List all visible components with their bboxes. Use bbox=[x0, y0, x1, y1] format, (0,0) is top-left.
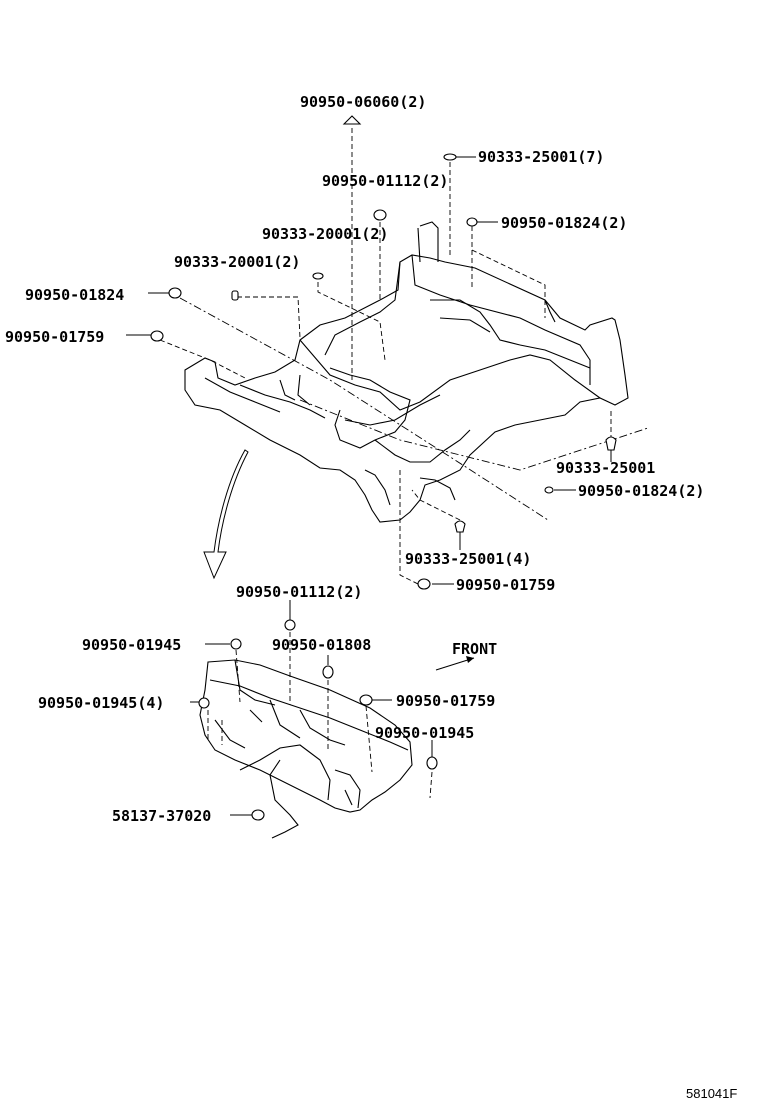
plug-25001c-icon bbox=[454, 520, 466, 533]
part-label: 90950-01945(4) bbox=[38, 694, 164, 712]
plug-25001b-icon bbox=[605, 436, 617, 451]
plug-01945-icon bbox=[230, 638, 242, 650]
plug-01945b-icon bbox=[198, 697, 210, 709]
plug-20001-icon bbox=[312, 272, 324, 280]
part-label: 90950-01824(2) bbox=[578, 482, 704, 500]
plug-06060-icon bbox=[342, 115, 362, 125]
part-label: 90333-25001(4) bbox=[405, 550, 531, 568]
plug-01824-icon bbox=[466, 217, 478, 227]
part-labels: 90950-06060(2) 90333-25001(7) 90950-0111… bbox=[5, 93, 737, 1101]
part-label: 90950-01808 bbox=[272, 636, 371, 654]
part-label: 90950-06060(2) bbox=[300, 93, 426, 111]
plug-01824b-icon bbox=[168, 287, 182, 299]
part-label: 90333-20001(2) bbox=[174, 253, 300, 271]
part-label: 90950-01112(2) bbox=[236, 583, 362, 601]
plug-01112-icon bbox=[373, 209, 387, 221]
transition-arrow bbox=[203, 449, 249, 580]
plug-25001-icon bbox=[443, 153, 457, 161]
plug-01759c-icon bbox=[359, 694, 373, 706]
part-label: 90950-01112(2) bbox=[322, 172, 448, 190]
rear-floor-detail bbox=[199, 659, 413, 839]
leader-lines bbox=[126, 128, 649, 816]
plug-01112b-icon bbox=[284, 619, 296, 631]
part-label: 90950-01824(2) bbox=[501, 214, 627, 232]
part-label: 90950-01824 bbox=[25, 286, 124, 304]
floor-pan-assembly bbox=[184, 221, 629, 523]
part-label: 90950-01759 bbox=[396, 692, 495, 710]
plug-01824c-icon bbox=[544, 486, 554, 494]
part-label: 90950-01945 bbox=[82, 636, 181, 654]
part-label: 90333-25001(7) bbox=[478, 148, 604, 166]
part-symbols bbox=[150, 115, 617, 821]
plug-01759b-icon bbox=[417, 578, 431, 590]
front-label: FRONT bbox=[452, 640, 497, 658]
part-label: 90950-01759 bbox=[5, 328, 104, 346]
part-label: 90333-20001(2) bbox=[262, 225, 388, 243]
part-label: 90333-25001 bbox=[556, 459, 655, 477]
part-label: 58137-37020 bbox=[112, 807, 211, 825]
plug-01808-icon bbox=[322, 665, 334, 679]
part-label: 90950-01945 bbox=[375, 724, 474, 742]
plug-37020-icon bbox=[251, 809, 265, 821]
plug-01759-icon bbox=[150, 330, 164, 342]
part-label: 90950-01759 bbox=[456, 576, 555, 594]
plug-01945c-icon bbox=[426, 756, 438, 770]
diagram-reference: 581041F bbox=[686, 1086, 737, 1101]
plug-20001b-icon bbox=[231, 290, 239, 301]
